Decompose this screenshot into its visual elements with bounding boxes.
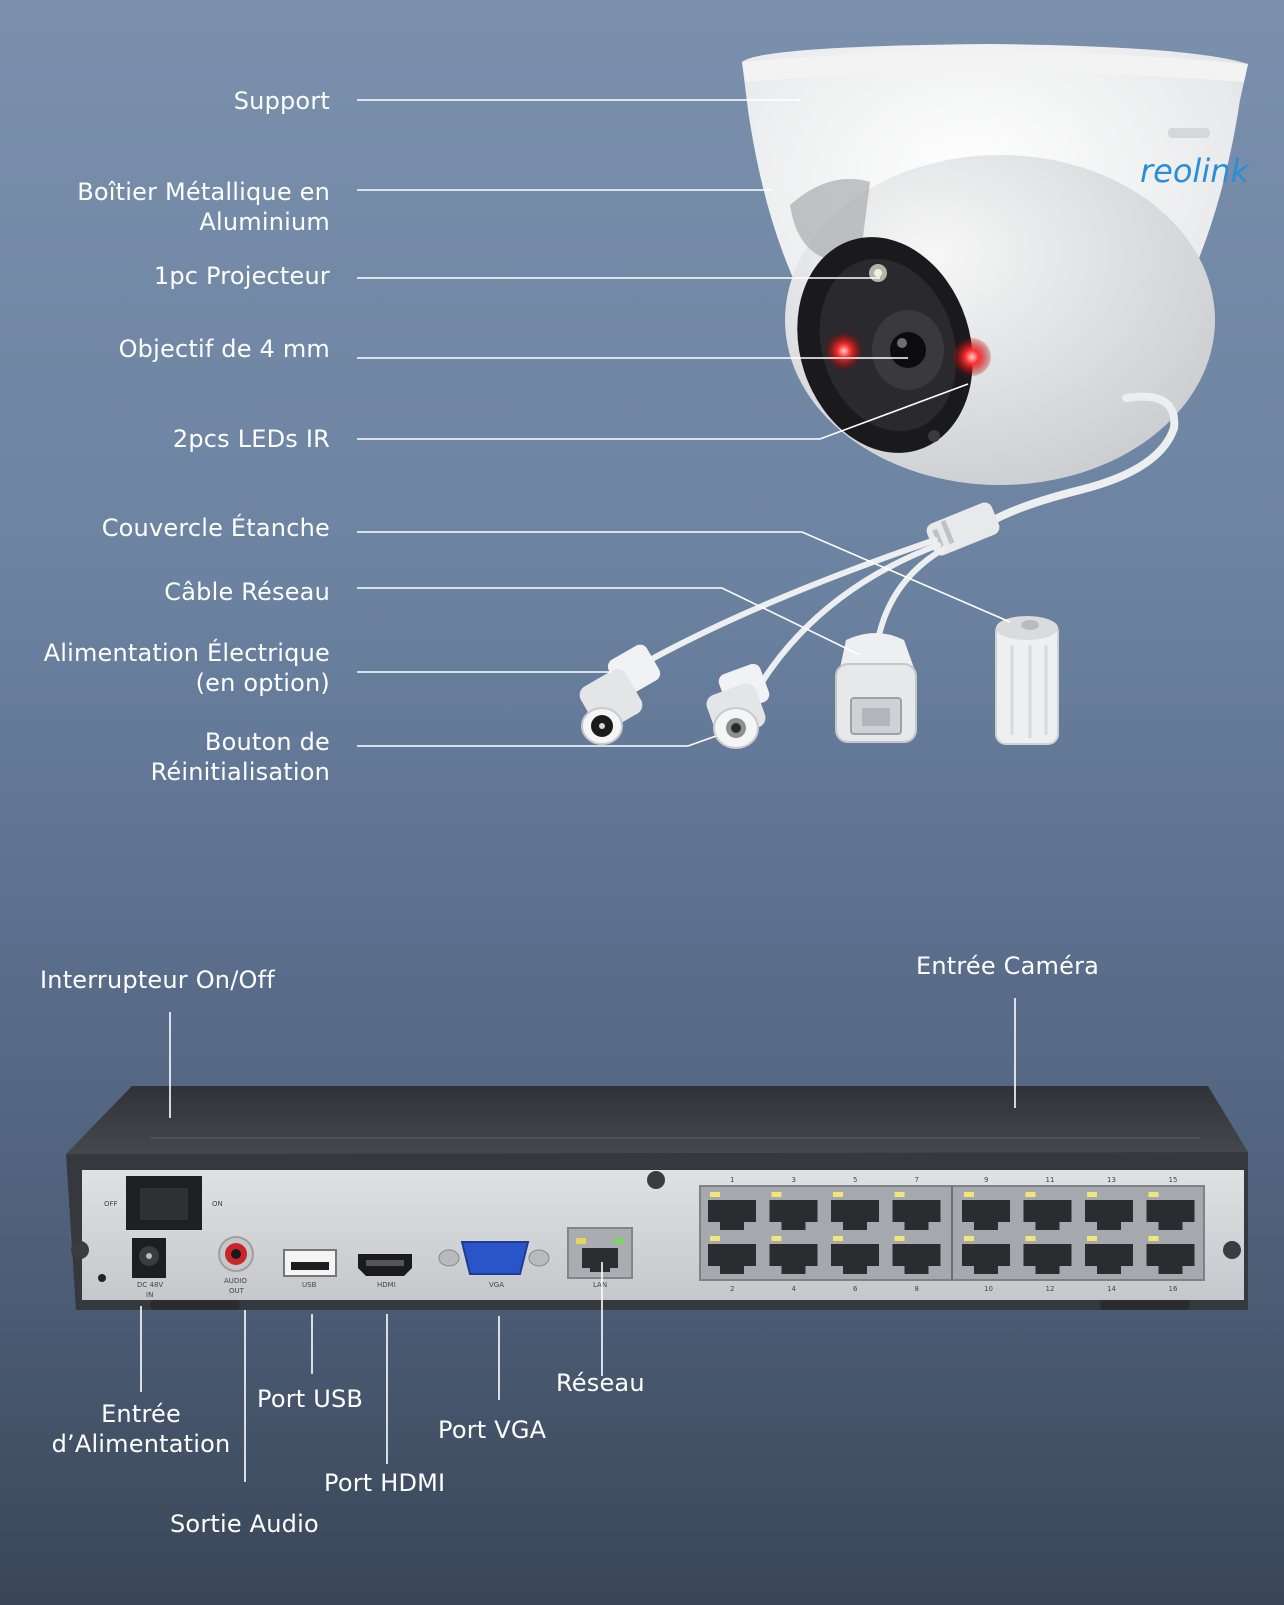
port-number: 2 [730,1285,734,1293]
label-power-supply-line1: Alimentation Électrique [43,639,330,667]
label-hdmi-port: Port HDMI [324,1469,446,1497]
port-number: 4 [792,1285,797,1293]
port-number: 6 [853,1285,858,1293]
poe-port[interactable] [1085,1236,1133,1274]
reolink-logo: reolink [1140,152,1250,190]
ir-led-right-icon [953,338,991,376]
poe-port[interactable] [831,1192,879,1230]
cable-junction [926,502,1000,556]
poe-port[interactable] [831,1236,879,1274]
label-power-switch: Interrupteur On/Off [40,966,275,994]
rj45-connector [835,633,917,743]
label-reset-line1: Bouton de [204,728,330,756]
poe-port[interactable] [1023,1236,1072,1274]
poe-port[interactable] [1146,1236,1195,1274]
port-numbers-bottom: 2 4 6 8 10 12 14 16 [730,1285,1178,1293]
label-power-input-line1: Entrée [101,1400,181,1428]
label-power-supply: Alimentation Électrique (en option) [44,638,330,698]
reset-hole-icon [98,1274,106,1282]
port-number: 7 [915,1176,919,1184]
label-ir-leds: 2pcs LEDs IR [172,425,330,453]
poe-port[interactable] [769,1236,818,1274]
audio-text: AUDIO [224,1277,247,1285]
poe-port[interactable] [708,1236,756,1274]
poe-port[interactable] [892,1236,941,1274]
port-number: 10 [984,1285,993,1293]
ir-led-left-icon [826,333,862,369]
usb-text: USB [302,1281,317,1289]
port-number: 1 [730,1176,734,1184]
label-network-cable: Câble Réseau [164,578,330,606]
lan-text: LAN [593,1281,607,1289]
nvr-top [66,1086,1248,1154]
label-housing-line2: Aluminium [199,208,330,236]
poe-port[interactable] [1085,1192,1133,1230]
label-housing: Boîtier Métallique en Aluminium [77,177,330,237]
label-reset-line2: Réinitialisation [150,758,330,786]
port-number: 3 [792,1176,796,1184]
dc-power-connector [579,644,661,745]
label-vga-port: Port VGA [438,1416,547,1444]
label-waterproof-cover: Couvercle Étanche [101,514,330,542]
port-number: 14 [1107,1285,1116,1293]
waterproof-cap [995,616,1059,745]
label-network: Réseau [556,1369,645,1397]
label-lens: Objectif de 4 mm [118,335,330,363]
port-number: 15 [1169,1176,1178,1184]
label-support: Support [233,87,330,115]
label-housing-line1: Boîtier Métallique en [77,178,330,206]
hdmi-text: HDMI [377,1281,396,1289]
label-power-input: Entrée d’Alimentation [40,1399,242,1459]
reset-connector [706,663,770,749]
port-number: 16 [1169,1285,1178,1293]
switch-off-text: OFF [104,1200,118,1208]
port-number: 12 [1046,1285,1055,1293]
dc-text: DC 48V [137,1281,163,1289]
label-power-supply-line2: (en option) [195,669,330,697]
switch-on-text: ON [212,1200,223,1208]
vga-text: VGA [489,1281,504,1289]
poe-port[interactable] [769,1192,818,1230]
nvr-recorder: OFF ON DC 48V IN AUDIO OUT USB HDMI VGA [66,998,1248,1482]
poe-port[interactable] [1146,1192,1195,1230]
poe-ports [708,1192,1195,1274]
audio-out-text: OUT [229,1287,245,1295]
port-number: 8 [915,1285,919,1293]
poe-port[interactable] [1023,1192,1072,1230]
nvr-leader-lines [140,998,1016,1482]
port-number: 11 [1046,1176,1055,1184]
label-spotlight: 1pc Projecteur [153,262,330,290]
screw-icon [1223,1241,1241,1259]
poe-port[interactable] [708,1192,756,1230]
poe-port[interactable] [962,1192,1010,1230]
camera-cable [986,392,1179,526]
port-number: 9 [984,1176,988,1184]
label-power-input-line2: d’Alimentation [51,1430,231,1458]
port-number: 13 [1107,1176,1116,1184]
label-audio-out: Sortie Audio [170,1510,319,1538]
screw-icon [647,1171,665,1189]
screw-icon [71,1241,89,1259]
label-usb-port: Port USB [257,1385,364,1413]
dome-camera: reolink [357,44,1250,749]
poe-port[interactable] [892,1192,941,1230]
dc-in-text: IN [146,1291,153,1299]
label-reset-button: Bouton de Réinitialisation [151,727,330,787]
vga-port[interactable] [460,1241,530,1275]
camera-leader-lines [357,99,1011,747]
poe-port[interactable] [962,1236,1010,1274]
label-camera-input: Entrée Caméra [916,952,1100,980]
port-number: 5 [853,1176,857,1184]
